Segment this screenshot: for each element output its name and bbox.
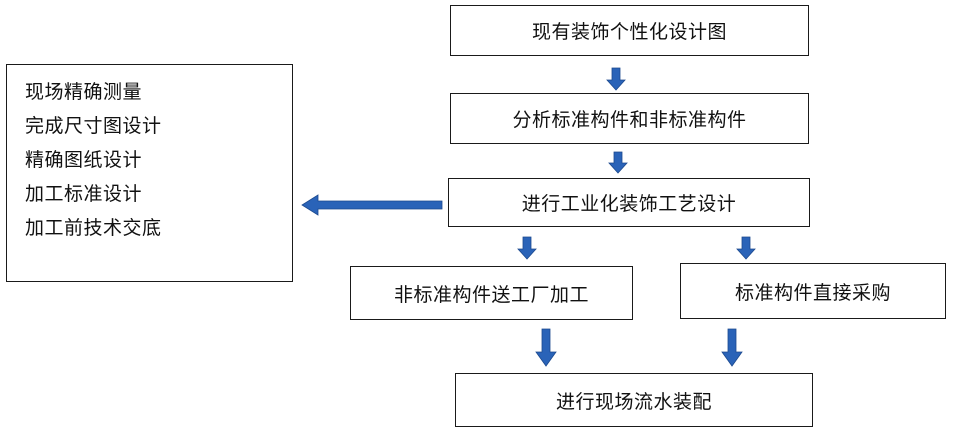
node-final-label: 进行现场流水装配 bbox=[555, 390, 712, 413]
node-standard-purchase: 标准构件直接采购 bbox=[680, 263, 946, 319]
arrow-left bbox=[301, 194, 443, 216]
node-nonstandard-factory: 非标准构件送工厂加工 bbox=[350, 266, 633, 320]
side-panel-steps: 现场精确测量 完成尺寸图设计 精确图纸设计 加工标准设计 加工前技术交底 bbox=[6, 64, 293, 282]
arrow-down-3 bbox=[517, 236, 537, 260]
side-panel-line: 完成尺寸图设计 bbox=[25, 115, 162, 137]
arrow-down-2 bbox=[608, 151, 628, 174]
node-process-design: 进行工业化装饰工艺设计 bbox=[448, 178, 810, 227]
node-standard-label: 标准构件直接采购 bbox=[734, 281, 891, 304]
side-panel-line: 加工前技术交底 bbox=[25, 217, 162, 239]
node-analyze-label: 分析标准构件和非标准构件 bbox=[512, 109, 747, 131]
node-process-label: 进行工业化装饰工艺设计 bbox=[521, 193, 737, 215]
node-top-design: 现有装饰个性化设计图 bbox=[450, 5, 809, 56]
arrow-down-6 bbox=[721, 328, 743, 367]
arrow-down-1 bbox=[606, 67, 626, 91]
side-panel-line: 精确图纸设计 bbox=[25, 149, 143, 171]
arrow-down-4 bbox=[736, 236, 756, 260]
side-panel-line: 加工标准设计 bbox=[25, 183, 143, 205]
node-top-label: 现有装饰个性化设计图 bbox=[531, 21, 727, 43]
arrow-down-5 bbox=[535, 328, 557, 367]
node-final-assembly: 进行现场流水装配 bbox=[455, 373, 813, 427]
node-analyze-components: 分析标准构件和非标准构件 bbox=[450, 93, 809, 144]
side-panel-line: 现场精确测量 bbox=[25, 81, 143, 103]
node-nonstandard-label: 非标准构件送工厂加工 bbox=[393, 283, 589, 306]
